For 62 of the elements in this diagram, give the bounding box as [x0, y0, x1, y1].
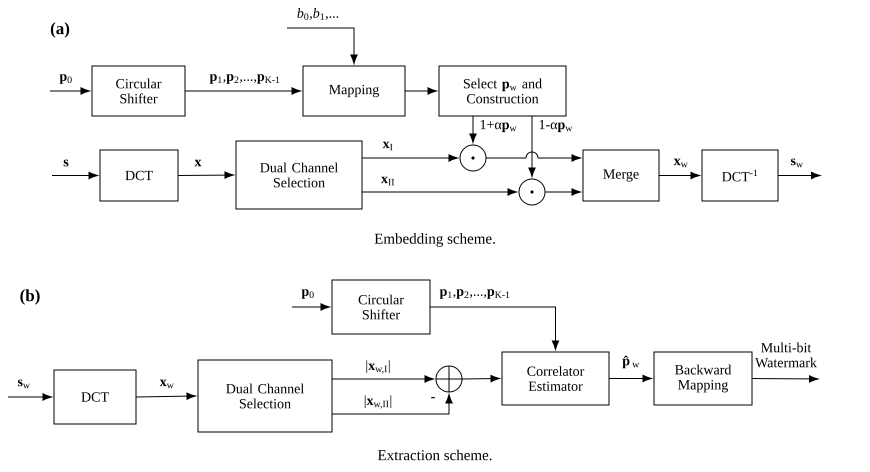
arrow [545, 188, 581, 196]
edge-label: x$_{II}$ [381, 176, 394, 186]
arrow [778, 172, 820, 180]
caption: Embedding scheme. [374, 233, 495, 247]
process-box: Select p$_{w}$ and Construction [438, 66, 566, 116]
panel-label: (b) [20, 289, 40, 305]
caption: Extraction scheme. [378, 450, 492, 460]
adder-circle [435, 365, 463, 393]
arrow [752, 375, 818, 383]
arrow [528, 116, 536, 177]
edge-label: x$_{w}$ [160, 380, 174, 388]
process-box: Mapping [302, 66, 406, 116]
edge-label: 1+αp$_{w}$ [480, 120, 517, 132]
edge-label: x$_{I}$ [382, 142, 393, 150]
process-box: Circular Shifter [92, 66, 186, 116]
arrow [178, 171, 234, 179]
edge-label: x$_{w}$ [674, 158, 688, 168]
arrow [332, 394, 453, 414]
edge-label: p$_{1}$,p$_{2}$,...,p$_{K-1}$ [210, 74, 280, 84]
process-box: Correlator Estimator [502, 352, 610, 406]
arrow [362, 188, 517, 196]
edge-label: |x$_{w,I}$| [366, 360, 390, 374]
arrow [292, 303, 330, 311]
process-box: DCT$^{-1}$ [702, 150, 778, 202]
process-box: Circular Shifter [332, 280, 430, 334]
arrow [405, 87, 437, 95]
process-box: DCT [54, 370, 136, 424]
edge-label: s$_{w}$ [790, 158, 803, 168]
arrow [462, 375, 500, 382]
arrow [486, 152, 581, 162]
arrow [8, 393, 52, 401]
edge-label: x [194, 160, 202, 166]
arrow [332, 375, 434, 383]
minus-sign: - [431, 397, 435, 398]
edge-label: s [64, 160, 68, 166]
panel-label: (a) [50, 22, 70, 38]
edge-label: s$_{w}$ [18, 380, 30, 388]
edge-label: Multi-bit Watermark [755, 342, 817, 368]
process-box: Merge [582, 150, 660, 202]
process-box: DCT [100, 150, 178, 202]
edge-label: p$_{0}$ [60, 74, 72, 84]
edge-label: p$_{1}$,p$_{2}$,...,p$_{K-1}$ [440, 289, 510, 299]
process-box: Dual Channel Selection [236, 140, 362, 210]
arrow [50, 87, 90, 95]
arrow [609, 374, 652, 382]
process-box: Dual Channel Selection [198, 360, 332, 432]
arrow [659, 172, 700, 180]
arrow [52, 172, 98, 180]
process-box: Backward Mapping [654, 352, 752, 406]
arrow [185, 87, 301, 95]
arrow [286, 28, 358, 64]
arrow [469, 116, 477, 143]
edge-label: p̂$_{w}$ [622, 356, 640, 368]
arrow [362, 154, 458, 162]
arrow [430, 306, 560, 350]
edge-label: p$_{0}$ [302, 289, 314, 299]
multiplier-circle [460, 144, 486, 172]
edge-label: b$_{0}$,b$_{1}$,... [297, 8, 338, 20]
multiplier-circle [518, 178, 546, 206]
arrow [136, 392, 196, 400]
edge-label: 1-αp$_{w}$ [540, 120, 572, 132]
edge-label: |x$_{w,II}$| [364, 395, 392, 409]
